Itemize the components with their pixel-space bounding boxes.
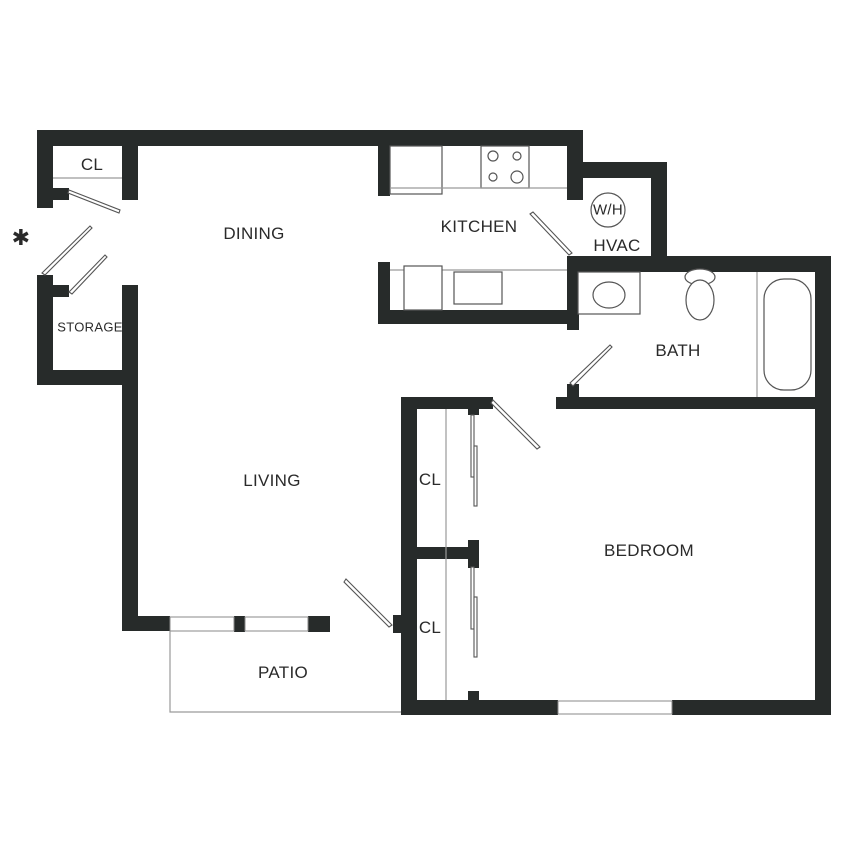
refrigerator-icon xyxy=(389,145,443,195)
room-label-closet-lower: CL xyxy=(418,618,442,637)
toilet-icon xyxy=(685,279,715,321)
thin-lines xyxy=(53,177,758,715)
room-label-closet-upper: CL xyxy=(418,470,442,489)
fixtures xyxy=(389,145,812,391)
water-heater-icon xyxy=(590,192,626,228)
doors xyxy=(41,189,613,658)
room-label-bedroom: BEDROOM xyxy=(604,541,694,560)
entry-marker: ✱ xyxy=(11,225,31,250)
room-label-dining: DINING xyxy=(223,224,285,243)
bathtub-icon xyxy=(763,278,812,391)
room-label-patio: PATIO xyxy=(258,663,308,682)
room-label-bath: BATH xyxy=(655,341,701,360)
room-label-water-heater: W/H xyxy=(592,201,624,219)
kitchen-sink-icon xyxy=(453,271,503,305)
room-label-living: LIVING xyxy=(243,471,301,490)
stove-icon xyxy=(480,145,530,189)
bath-sink-icon xyxy=(592,281,626,309)
room-label-storage: STORAGE xyxy=(57,319,123,335)
room-label-closet-entry: CL xyxy=(80,155,104,174)
dishwasher-icon xyxy=(403,265,443,311)
room-label-kitchen: KITCHEN xyxy=(440,217,518,236)
room-label-hvac: HVAC xyxy=(593,236,641,255)
walls xyxy=(37,130,831,715)
